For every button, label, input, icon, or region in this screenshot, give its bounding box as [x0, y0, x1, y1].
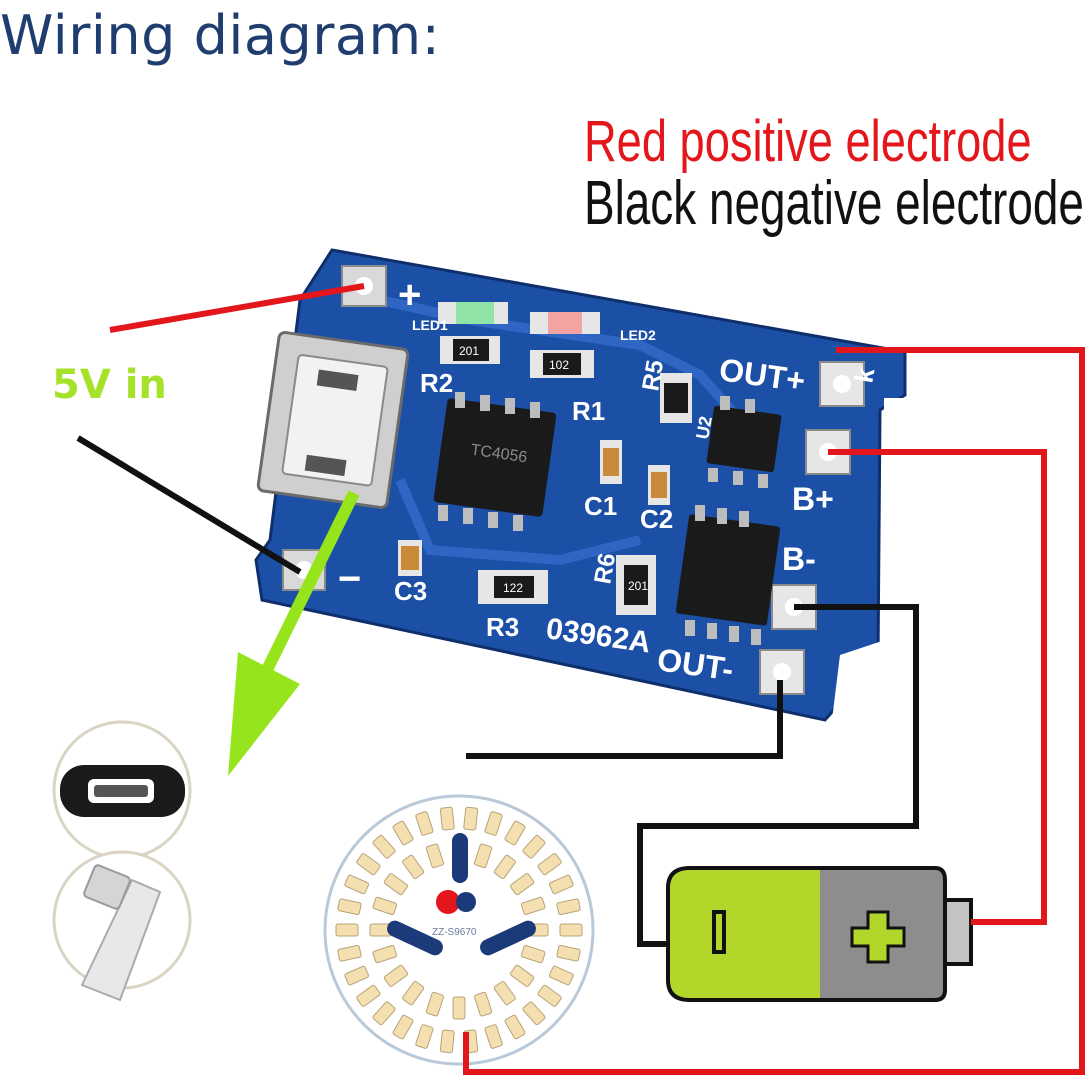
c3-label: C3 [394, 576, 427, 606]
led-chip [425, 843, 444, 869]
black-wire-out-minus [466, 680, 783, 759]
led-chip [372, 1001, 396, 1026]
led-chip [548, 965, 574, 986]
led-chip [474, 843, 493, 869]
input-red-wire [109, 283, 365, 333]
k-label: k [848, 365, 880, 385]
resistor-201b-label: 201 [628, 579, 648, 593]
r3-label: R3 [486, 612, 519, 642]
red-wire-b-plus [828, 449, 1047, 925]
pad-plus-label: + [398, 273, 421, 317]
led-chip [493, 980, 516, 1006]
led-chip [537, 984, 562, 1007]
pad-out-plus [819, 361, 865, 407]
resistor-201-label: 201 [459, 344, 479, 358]
b-plus-label: B+ [792, 481, 834, 517]
input-black-wire [76, 435, 302, 575]
led-chip [372, 945, 398, 964]
led-chip [452, 996, 466, 1020]
led-chip [559, 923, 583, 937]
led-chip [372, 834, 396, 859]
led-chip [337, 898, 362, 915]
led-chip [484, 1024, 503, 1049]
led-chip [425, 991, 444, 1017]
arrow-icon [228, 490, 360, 776]
c2-label: C2 [640, 504, 673, 534]
led-panel-label: ZZ-S9670 [432, 927, 477, 938]
led-chip [556, 898, 581, 915]
r2-label: R2 [420, 368, 453, 398]
led-chip [509, 873, 535, 896]
led-chip [392, 820, 414, 846]
led-chip [335, 923, 359, 937]
led-chip [415, 1024, 434, 1049]
led-chip [509, 964, 535, 987]
led-chip [520, 945, 546, 964]
led-chip [415, 811, 434, 836]
led-chip [372, 896, 398, 915]
led-chip [356, 984, 381, 1007]
led-chip [344, 965, 370, 986]
legend-red-text: Red positive electrode [584, 109, 1032, 174]
legend-black-text: Black negative electrode [584, 169, 1084, 238]
led-chip [522, 834, 546, 859]
led-chip [383, 873, 409, 896]
led-chip [392, 1014, 414, 1040]
c1-label: C1 [584, 491, 617, 521]
red-wire-out-plus [463, 347, 1085, 1075]
r5-label: R5 [637, 358, 669, 393]
page-title: Wiring diagram: [0, 4, 441, 67]
chip-protection [675, 505, 781, 645]
led1-label: LED1 [412, 317, 448, 333]
led-chip [493, 854, 516, 880]
black-wire-b-minus [637, 604, 919, 947]
led-chip [344, 874, 370, 895]
led-chip [439, 1029, 455, 1054]
led-panel-icon: ZZ-S9670 [323, 794, 595, 1066]
led-chip [463, 806, 479, 831]
micro-usb-port [256, 331, 410, 509]
r1-label: R1 [572, 396, 605, 426]
led-chip [402, 980, 425, 1006]
u2-label: U2 [692, 415, 716, 441]
led-chip [556, 945, 581, 962]
led-chip [504, 1014, 526, 1040]
led-chip [439, 806, 455, 831]
resistor-122-label: 122 [503, 581, 523, 595]
b-minus-label: B- [782, 541, 816, 577]
led-chip [520, 896, 546, 915]
led-chip [504, 820, 526, 846]
input-voltage-label: 5V in [52, 362, 167, 408]
chip-u2 [706, 396, 782, 488]
r6-label: R6 [589, 551, 621, 586]
led-chip [383, 964, 409, 987]
main-chip: TC4056 [433, 392, 557, 531]
led-chip [537, 853, 562, 876]
led-chip [522, 1001, 546, 1026]
led-chip [356, 853, 381, 876]
led-chip [402, 854, 425, 880]
resistor-102-label: 102 [549, 358, 569, 372]
battery-icon [666, 866, 973, 1002]
led-chip [548, 874, 574, 895]
charger-board: TC4056 [254, 248, 910, 722]
led-chip [337, 945, 362, 962]
led-chip [484, 811, 503, 836]
led-chip [474, 991, 493, 1017]
pad-minus-label: − [338, 557, 361, 601]
led2-label: LED2 [620, 327, 656, 343]
micro-usb-cable-icon [52, 720, 192, 1002]
